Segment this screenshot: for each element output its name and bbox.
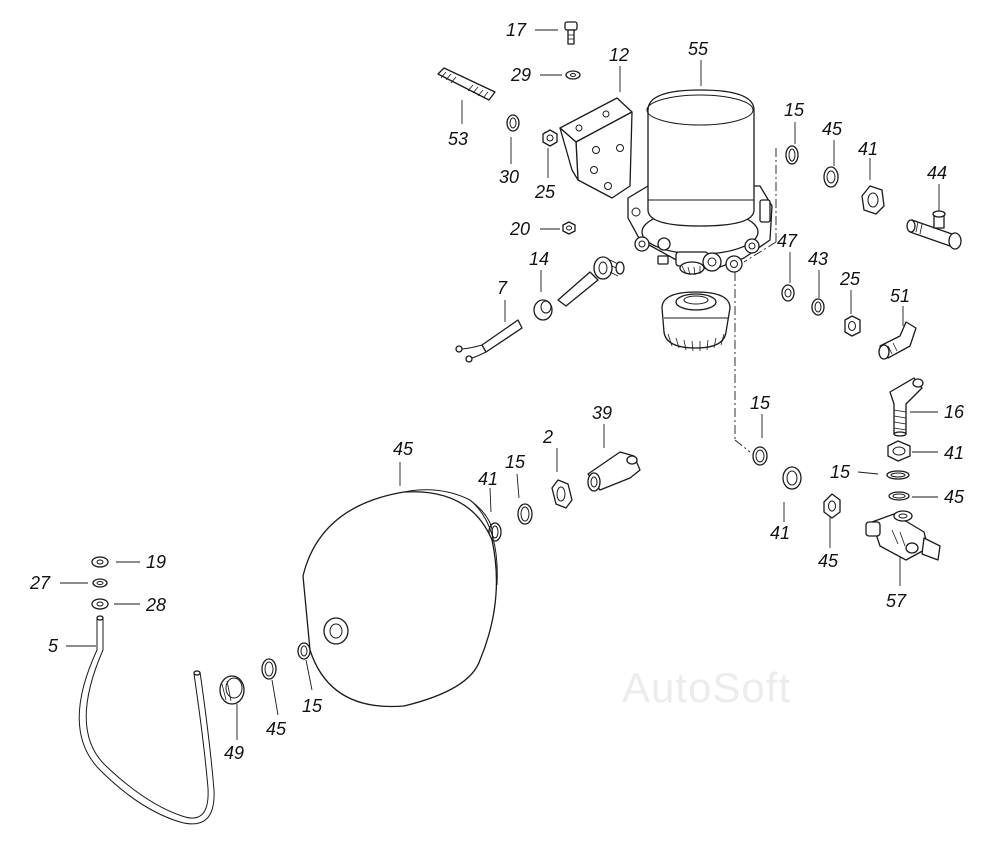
callout-45-lower: 41 — [770, 523, 791, 543]
callout-20: 20 — [510, 219, 531, 239]
callout-25-upper: 25 — [535, 182, 556, 202]
callout-15-left: 41 — [478, 469, 499, 489]
valve-57 — [865, 510, 941, 561]
callout-14: 14 — [529, 249, 550, 269]
callout-12: 12 — [609, 45, 630, 65]
heater-connector — [557, 256, 625, 307]
plug-49 — [219, 675, 245, 705]
callout-7: 7 — [497, 278, 508, 298]
elbow-39 — [587, 451, 641, 492]
drain-tube-5 — [78, 615, 215, 825]
callout-28: 28 — [146, 595, 167, 615]
gasket-15-middle — [752, 446, 768, 466]
callout-53: 53 — [448, 129, 469, 149]
nut-41-right — [887, 440, 911, 462]
stud-53 — [437, 67, 496, 101]
seal-45-lower-right — [782, 466, 802, 490]
seal-45-upper — [823, 166, 839, 188]
cap-14 — [533, 299, 553, 321]
washer-27 — [92, 578, 108, 588]
callout-15-middle: 15 — [750, 393, 771, 413]
callout-25-lower: 25 — [840, 269, 861, 289]
washer-29 — [565, 70, 581, 80]
callout-15-right: 45 — [944, 487, 965, 507]
callout-55: 55 — [688, 39, 709, 59]
washer-28 — [91, 598, 109, 610]
elbow-51 — [878, 321, 917, 360]
callout-49: 49 — [224, 743, 245, 763]
callout-51: 51 — [890, 286, 911, 306]
fitting-16 — [889, 377, 924, 437]
callout-27: 27 — [30, 573, 51, 593]
callout-16: 16 — [944, 402, 965, 422]
bracket-12 — [559, 97, 633, 199]
callout-47: 47 — [777, 231, 798, 251]
nut-20 — [562, 221, 576, 235]
wire-harness-7 — [455, 319, 523, 363]
gasket-15-upper — [785, 145, 799, 165]
receiver-tank-2 — [302, 489, 498, 708]
air-dryer-55 — [627, 89, 773, 276]
callout-44: 44 — [927, 163, 948, 183]
callout-15-bottom: 15 — [302, 696, 323, 716]
callout-43: 43 — [808, 249, 829, 269]
callout-45-right: 15 — [830, 462, 851, 482]
nut-41-lower — [823, 493, 841, 519]
callout-41-lower: 45 — [818, 551, 839, 571]
callout-41-upper: 41 — [858, 139, 879, 159]
washer-47 — [781, 284, 795, 302]
callout-29: 29 — [511, 65, 532, 85]
callout-30: 30 — [499, 167, 520, 187]
seal-45-bottom — [261, 658, 277, 680]
callout-19: 19 — [146, 552, 167, 572]
seal-45-left — [517, 503, 533, 525]
callout-41-left: 2 — [543, 427, 554, 447]
assembly-axes — [734, 148, 777, 453]
callout-45-upper: 45 — [822, 119, 843, 139]
washer-30 — [506, 114, 520, 132]
callout-17: 17 — [506, 20, 527, 40]
watermark: AutoSoft — [622, 664, 792, 711]
nut-19 — [91, 556, 109, 568]
tee-fitting-44 — [906, 210, 962, 250]
seal-45-right — [886, 470, 910, 480]
gasket-15-right — [888, 491, 910, 501]
seal-43 — [811, 298, 825, 316]
nut-25-lower — [844, 315, 861, 337]
callout-39: 39 — [592, 403, 613, 423]
nut-41-upper — [861, 185, 885, 215]
nut-25-upper — [542, 129, 558, 147]
silencer — [661, 291, 731, 352]
callout-45-left: 15 — [505, 452, 526, 472]
callout-15-upper: 15 — [784, 100, 805, 120]
bolt-17 — [564, 21, 578, 45]
leader-lines — [60, 29, 940, 740]
callout-41-right: 41 — [944, 443, 965, 463]
callout-5: 5 — [48, 636, 59, 656]
callout-57: 57 — [886, 591, 907, 611]
callout-2: 45 — [393, 439, 414, 459]
nut-41-left — [551, 479, 573, 509]
gasket-15-bottom — [297, 642, 311, 660]
callout-45-bottom: 45 — [266, 719, 287, 739]
